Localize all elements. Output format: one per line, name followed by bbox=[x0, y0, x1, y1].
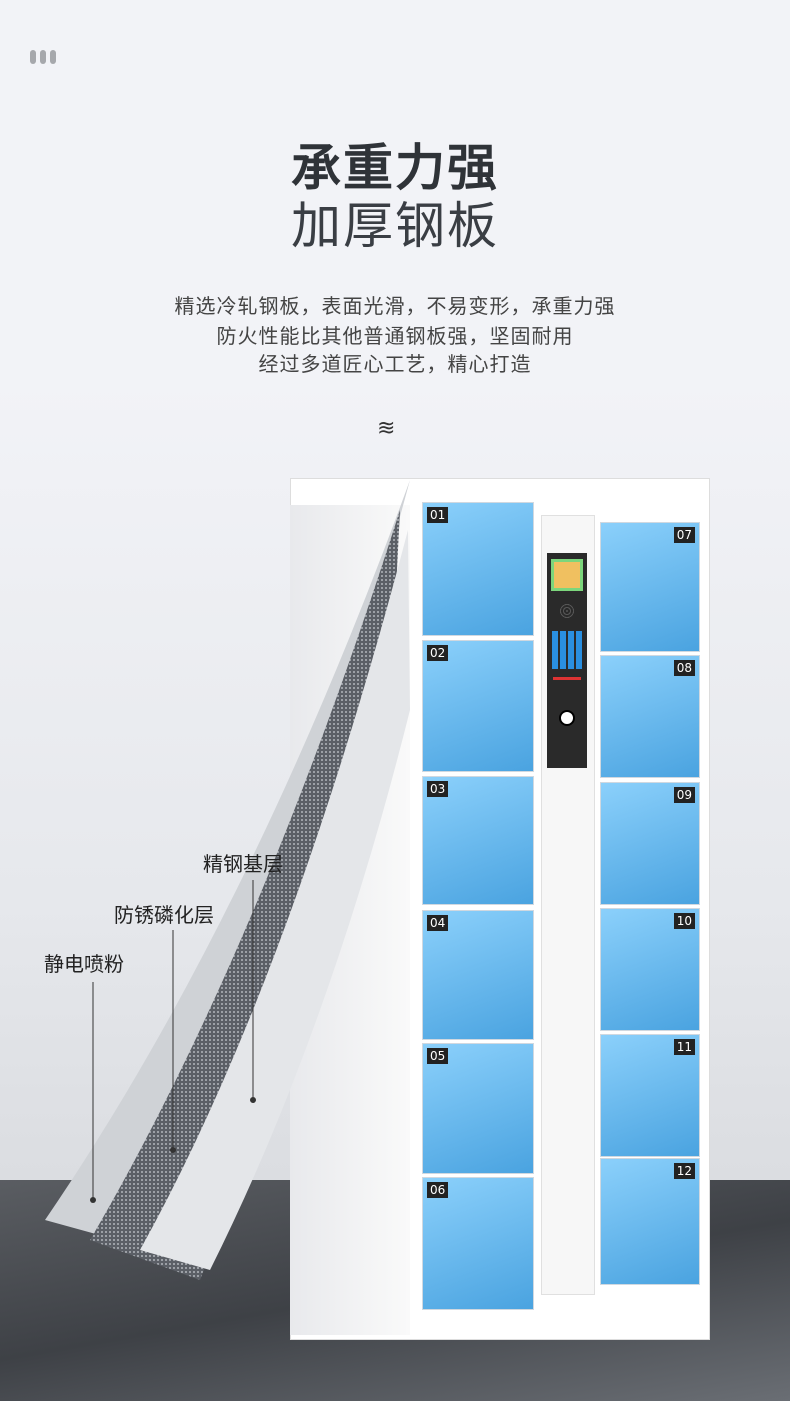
locker-door[interactable]: 12 bbox=[600, 1158, 700, 1285]
desc-line: 精选冷轧钢板，表面光滑，不易变形，承重力强 bbox=[174, 294, 616, 318]
door-number: 06 bbox=[427, 1182, 449, 1198]
locker-door[interactable]: 10 bbox=[600, 908, 700, 1031]
door-number: 01 bbox=[427, 507, 449, 523]
door-number: 05 bbox=[427, 1048, 449, 1064]
subtitle: 加厚钢板 bbox=[291, 197, 499, 255]
locker-door[interactable]: 01 bbox=[422, 502, 534, 636]
door-number: 12 bbox=[673, 1163, 695, 1179]
locker-door[interactable]: 02 bbox=[422, 640, 534, 772]
keypad[interactable] bbox=[552, 631, 582, 669]
locker-door[interactable]: 09 bbox=[600, 782, 700, 905]
scanner-button[interactable] bbox=[559, 710, 575, 726]
steel-sheet-layers bbox=[45, 480, 410, 1280]
layer-label: 防锈磷化层 bbox=[114, 903, 214, 927]
door-number: 10 bbox=[673, 913, 695, 929]
door-number: 03 bbox=[427, 781, 449, 797]
card-slot bbox=[553, 677, 581, 680]
door-number: 07 bbox=[673, 527, 695, 543]
control-panel[interactable] bbox=[547, 553, 587, 768]
speaker-icon bbox=[559, 603, 575, 619]
locker-door[interactable]: 07 bbox=[600, 522, 700, 652]
layer-label: 静电喷粉 bbox=[44, 952, 124, 976]
wave-icon: ≋ bbox=[377, 416, 396, 441]
title: 承重力强 bbox=[291, 139, 499, 197]
layer-label: 精钢基层 bbox=[203, 852, 283, 876]
locker-door[interactable]: 11 bbox=[600, 1034, 700, 1157]
display-screen bbox=[551, 559, 583, 591]
more-icon[interactable] bbox=[30, 50, 56, 64]
desc-line: 防火性能比其他普通钢板强，坚固耐用 bbox=[216, 324, 574, 348]
door-number: 09 bbox=[673, 787, 695, 803]
door-number: 08 bbox=[673, 660, 695, 676]
door-number: 04 bbox=[427, 915, 449, 931]
locker-door[interactable]: 05 bbox=[422, 1043, 534, 1174]
locker-door[interactable]: 03 bbox=[422, 776, 534, 905]
locker-door[interactable]: 04 bbox=[422, 910, 534, 1040]
desc-line: 经过多道匠心工艺，精心打造 bbox=[258, 352, 532, 376]
door-number: 02 bbox=[427, 645, 449, 661]
locker-door[interactable]: 06 bbox=[422, 1177, 534, 1310]
locker-door[interactable]: 08 bbox=[600, 655, 700, 778]
door-number: 11 bbox=[673, 1039, 695, 1055]
